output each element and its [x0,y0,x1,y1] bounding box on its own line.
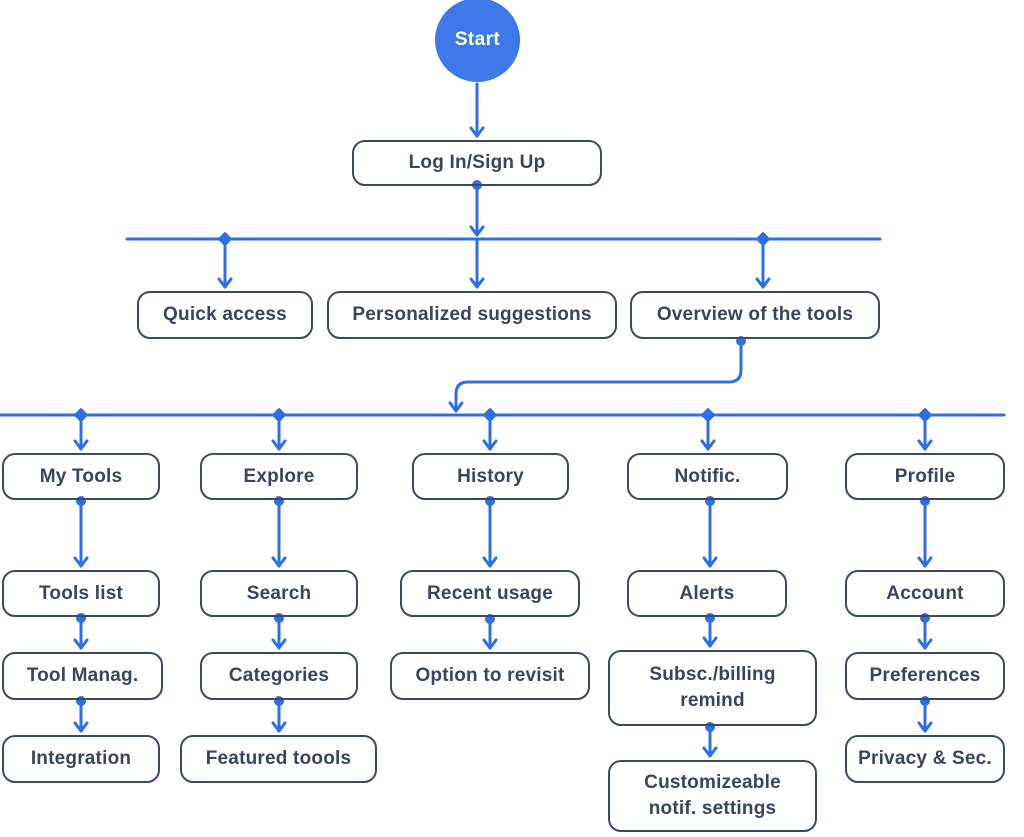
node-account: Account [845,570,1005,617]
node-customizeable-notif-settings: Customizeable notif. settings [608,760,817,832]
node-integration: Integration [2,735,160,783]
node-personalized-suggestions: Personalized suggestions [327,291,617,339]
node-profile: Profile [845,453,1005,500]
node-login-signup: Log In/Sign Up [352,140,602,186]
node-privacy-sec: Privacy & Sec. [845,735,1005,783]
node-search: Search [200,570,358,617]
node-my-tools: My Tools [2,453,160,500]
node-tool-manag: Tool Manag. [2,652,163,700]
node-option-to-revisit: Option to revisit [390,652,590,700]
node-subsc-billing-remind: Subsc./billing remind [608,650,817,726]
branch-diamonds [74,232,932,422]
edge-overview-hline2 [448,340,743,413]
node-explore: Explore [200,453,358,500]
node-overview-of-tools: Overview of the tools [630,291,880,339]
node-preferences: Preferences [845,652,1005,700]
node-tools-list: Tools list [2,570,160,617]
node-featured-tools: Featured toools [180,735,377,783]
node-notific: Notific. [627,453,788,500]
node-quick-access: Quick access [137,291,313,339]
node-recent-usage: Recent usage [400,570,580,617]
node-history: History [412,453,569,500]
node-categories: Categories [200,652,358,700]
node-start: Start [435,0,520,82]
node-alerts: Alerts [627,570,787,617]
